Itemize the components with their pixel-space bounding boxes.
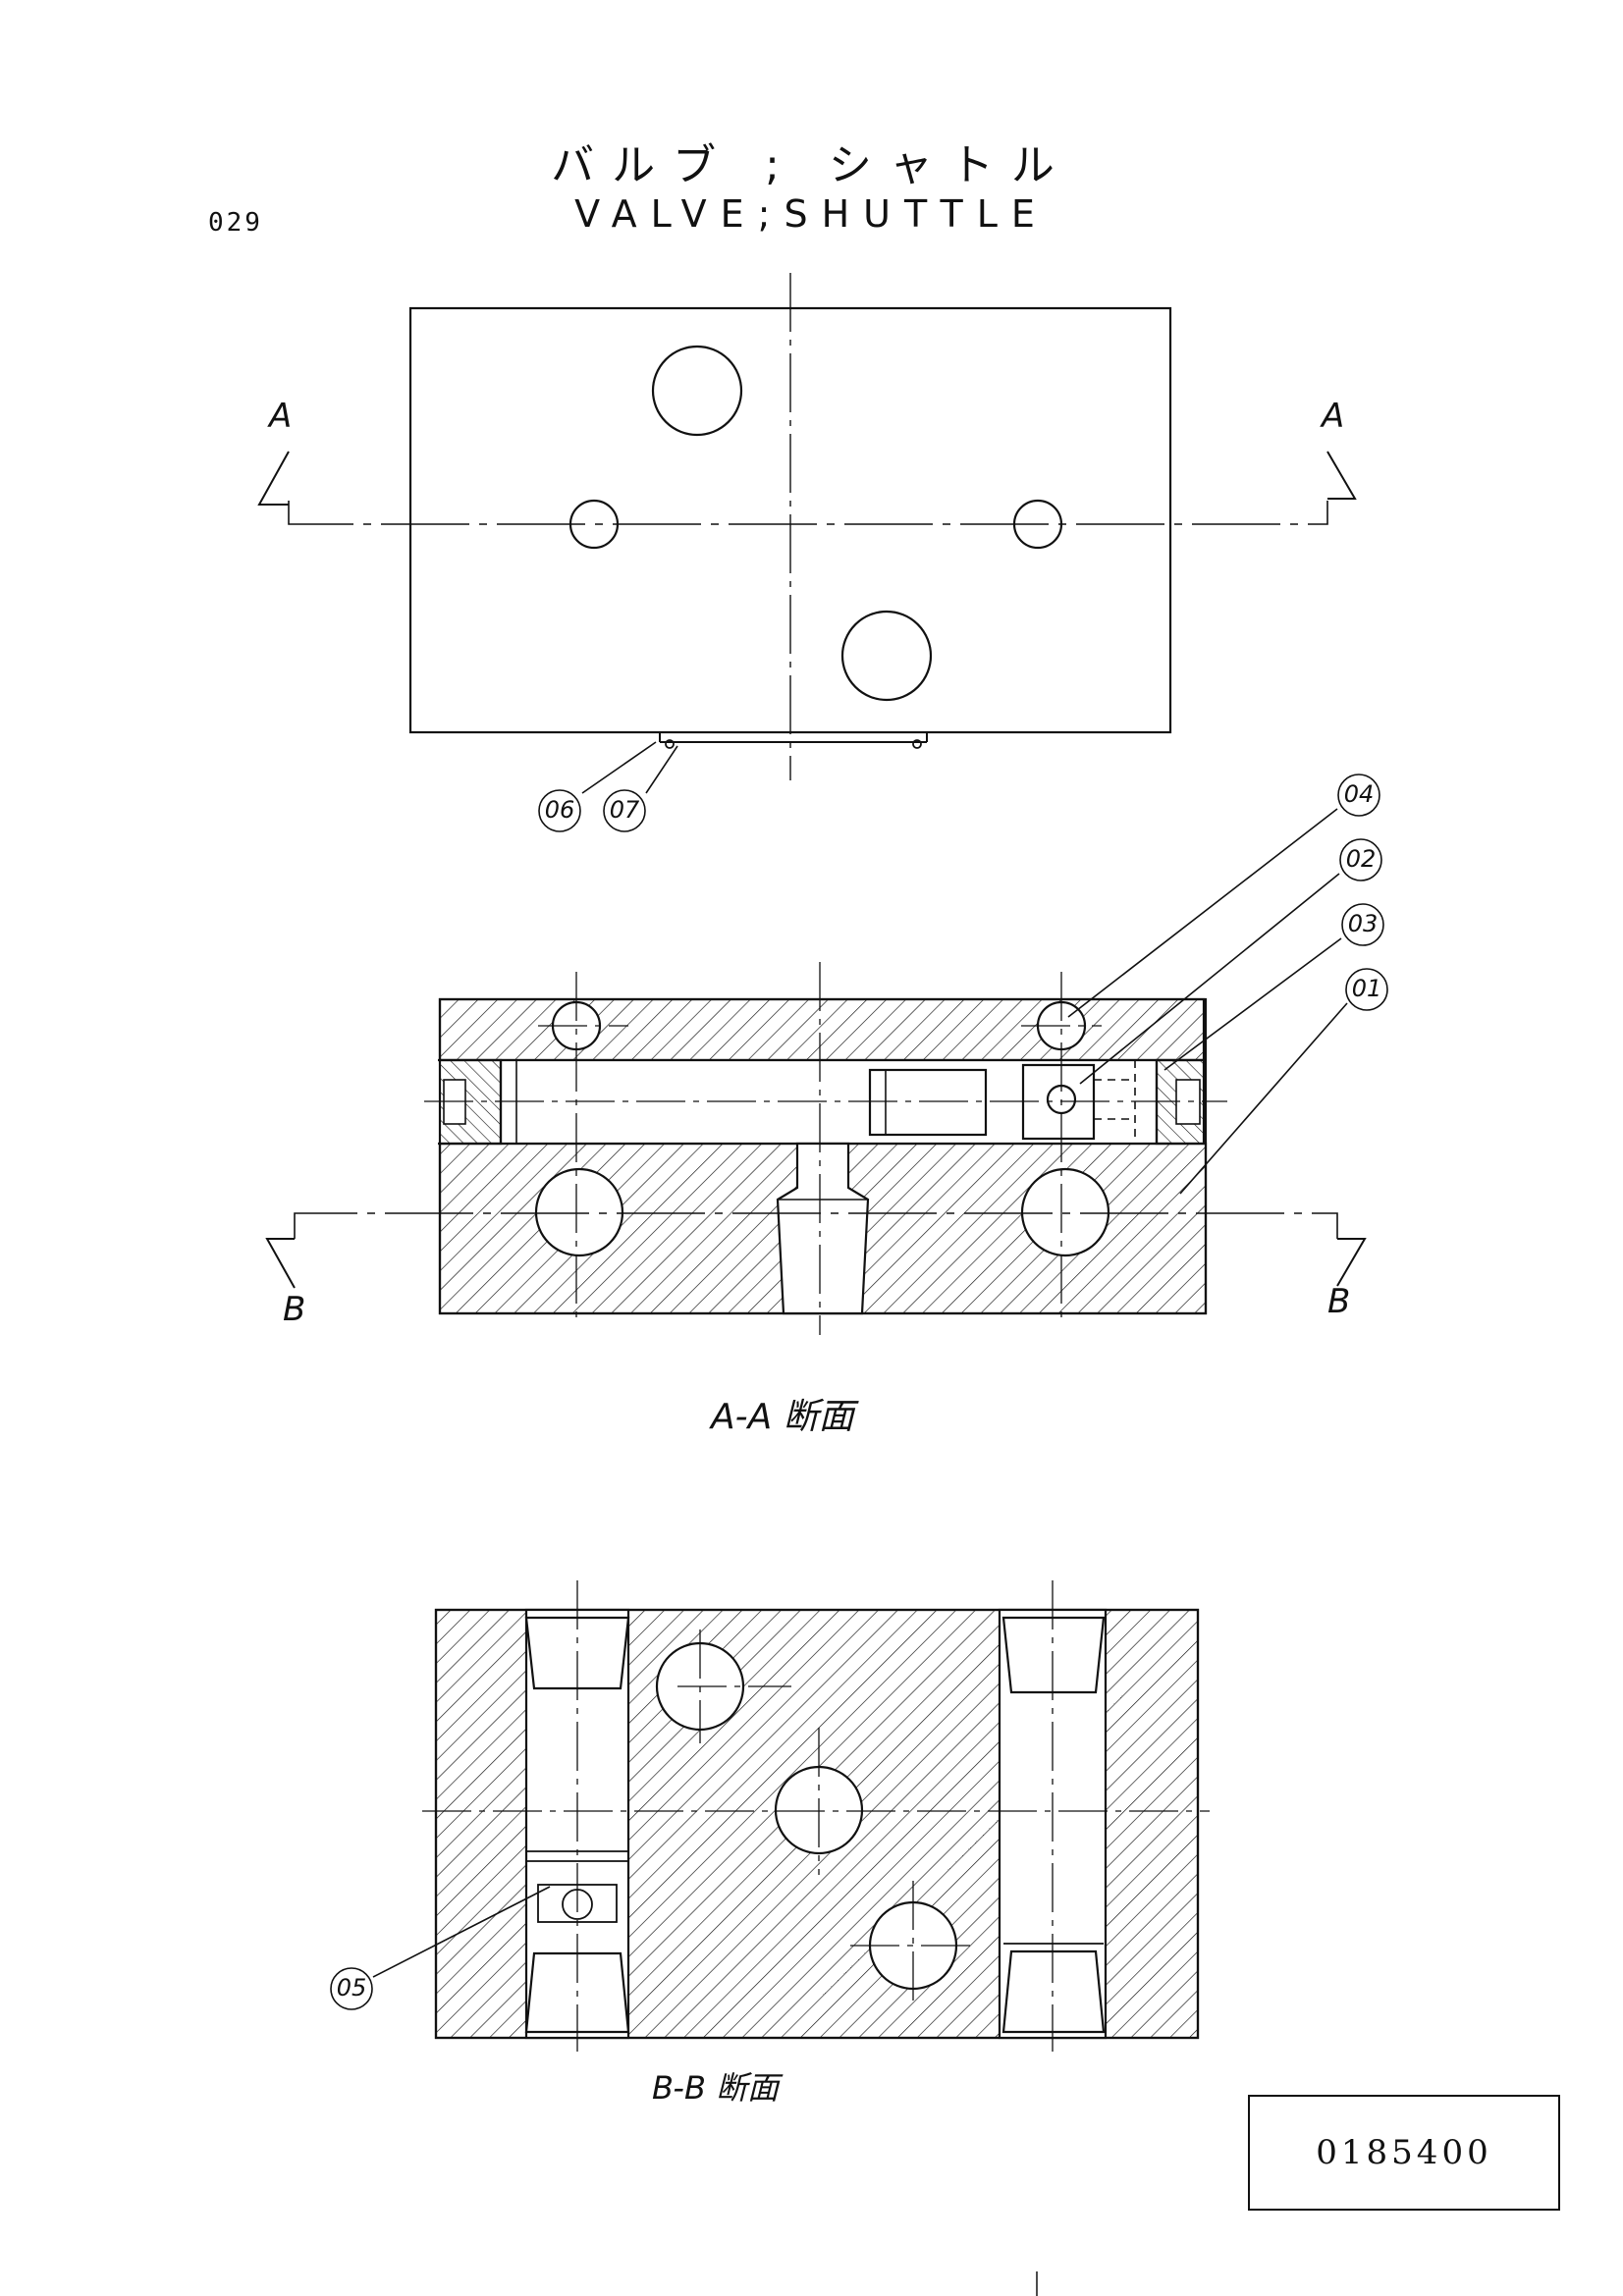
- aa-center-port: [776, 1142, 870, 1315]
- section-mark-a-right: A: [1322, 397, 1345, 436]
- section-mark-b-left: B: [283, 1290, 306, 1329]
- leader-01: [1179, 1002, 1348, 1195]
- page-number: 029: [208, 208, 263, 238]
- callout-circle-06: [538, 789, 581, 832]
- callout-label-02: 02: [1345, 845, 1377, 873]
- section-arrow-b-left: [265, 1238, 296, 1289]
- leader-06: [581, 741, 657, 794]
- callout-circle-07: [603, 789, 646, 832]
- section-mark-b-right: B: [1327, 1282, 1351, 1321]
- section-mark-a-left: A: [269, 397, 293, 436]
- leader-03: [1163, 937, 1342, 1071]
- section-arrow-a-left: [257, 451, 290, 506]
- section-line-bb: [294, 1212, 1338, 1239]
- leader-02: [1079, 873, 1340, 1085]
- top-hole-large-upper: [651, 345, 743, 437]
- section-arrow-a-right: [1326, 451, 1357, 500]
- aa-shuttle-spool: [868, 1068, 988, 1137]
- section-arrow-b-right: [1336, 1238, 1367, 1287]
- section-bb-view: [330, 1580, 1210, 2052]
- callout-label-04: 04: [1343, 780, 1375, 808]
- top-hole-small-left: [568, 499, 620, 550]
- leader-07: [645, 745, 678, 794]
- callout-circle-02: [1339, 838, 1382, 881]
- top-hole-small-right: [1012, 499, 1063, 550]
- callout-circle-01: [1345, 968, 1388, 1011]
- callout-label-07: 07: [609, 796, 640, 824]
- section-line-aa: [288, 501, 1328, 525]
- callout-circle-04: [1337, 774, 1380, 817]
- callout-label-06: 06: [544, 796, 575, 824]
- callout-circle-03: [1341, 903, 1384, 946]
- title-japanese: バルブ ; シャトル: [551, 140, 1072, 190]
- top-hole-large-lower: [840, 610, 933, 702]
- title-english: VALVE;SHUTTLE: [574, 192, 1049, 236]
- callout-label-01: 01: [1351, 975, 1382, 1002]
- callout-label-05: 05: [336, 1974, 367, 2002]
- aa-lower-port-left: [534, 1167, 624, 1257]
- callout-circle-05: [330, 1967, 373, 2010]
- part-number-box: [1248, 2095, 1560, 2211]
- section-aa-view: [265, 774, 1388, 1335]
- leader-05: [372, 1886, 551, 1978]
- part-number: 0185400: [1316, 2133, 1492, 2172]
- callout-label-03: 03: [1347, 910, 1379, 937]
- caption-section-aa: A-A 断面: [711, 1397, 854, 1437]
- top-view: [257, 273, 1357, 832]
- leader-04: [1067, 808, 1338, 1018]
- caption-section-bb: B-B 断面: [652, 2069, 780, 2107]
- aa-lower-port-right: [1020, 1167, 1110, 1257]
